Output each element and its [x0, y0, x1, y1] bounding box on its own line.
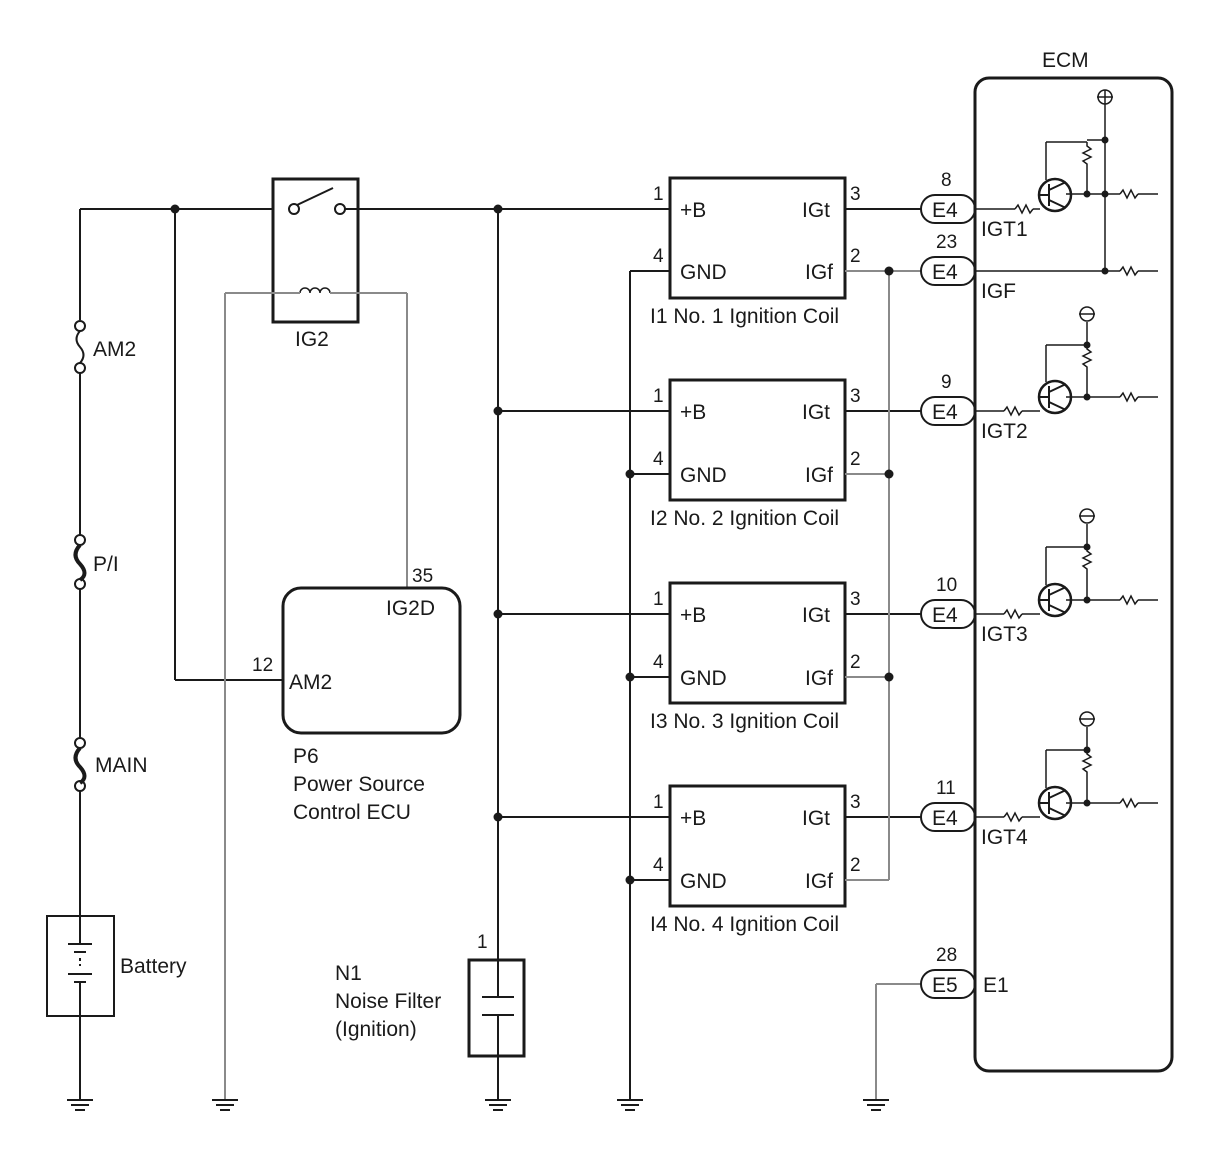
svg-text:IGf: IGf — [805, 464, 833, 487]
svg-text:E4: E4 — [932, 807, 958, 830]
svg-text:IGT1: IGT1 — [981, 218, 1028, 241]
svg-text:1: 1 — [653, 386, 664, 407]
svg-text:E4: E4 — [932, 401, 958, 424]
ground-icon — [66, 1099, 94, 1111]
ecm-title: ECM — [1042, 49, 1089, 72]
svg-text:2: 2 — [850, 246, 861, 267]
svg-text:2: 2 — [850, 652, 861, 673]
ecu-name-line1: Power Source — [293, 773, 425, 796]
ecm-connector-igt2: E4 9 IGT2 — [920, 372, 1028, 443]
svg-text:4: 4 — [653, 246, 664, 267]
svg-text:4: 4 — [653, 652, 664, 673]
ecm-connector-igt4: E4 11 IGT4 — [920, 778, 1028, 849]
svg-text:11: 11 — [936, 778, 956, 799]
svg-text:+B: +B — [680, 199, 706, 222]
fuse-main-label: MAIN — [95, 754, 148, 777]
svg-text:IGt: IGt — [802, 401, 830, 424]
ecu-term-am2: AM2 — [289, 671, 332, 694]
svg-text:IGT4: IGT4 — [981, 826, 1028, 849]
coil-4-label: I4 No. 4 Ignition Coil — [650, 913, 839, 936]
svg-text:IGf: IGf — [805, 667, 833, 690]
ecm-driver-igt4 — [975, 711, 1158, 823]
svg-text:9: 9 — [941, 372, 952, 393]
svg-text:E4: E4 — [932, 604, 958, 627]
svg-text:GND: GND — [680, 261, 727, 284]
svg-text:IGt: IGt — [802, 604, 830, 627]
svg-text:4: 4 — [653, 449, 664, 470]
ground-icon — [484, 1099, 512, 1111]
svg-text:3: 3 — [850, 792, 861, 813]
svg-text:1: 1 — [653, 184, 664, 205]
svg-text:28: 28 — [936, 945, 957, 966]
svg-text:IGt: IGt — [802, 199, 830, 222]
battery-label: Battery — [120, 955, 187, 978]
svg-text:1: 1 — [653, 792, 664, 813]
svg-text:+B: +B — [680, 604, 706, 627]
ecu-code: P6 — [293, 745, 319, 768]
ignition-coil-1: 1 +B 4 GND IGt 3 IGf 2 I1 No. 1 Ignition… — [650, 176, 861, 328]
ignition-coil-2: 1 +B 4 GND IGt 3 IGf 2 I2 No. 2 Ignition… — [650, 378, 861, 530]
ecu-name-line2: Control ECU — [293, 801, 411, 824]
coil-1-label: I1 No. 1 Ignition Coil — [650, 305, 839, 328]
svg-text:E1: E1 — [983, 974, 1009, 997]
ground-icon — [616, 1099, 644, 1111]
svg-text:23: 23 — [936, 232, 957, 253]
power-source-ecu-box — [281, 586, 462, 735]
ignition-coil-4: 1 +B 4 GND IGt 3 IGf 2 I4 No. 4 Ignition… — [650, 784, 861, 936]
ecm-connector-e1: E5 28 E1 — [920, 945, 1009, 999]
svg-text:3: 3 — [850, 386, 861, 407]
svg-text:+B: +B — [680, 807, 706, 830]
svg-text:E5: E5 — [932, 974, 958, 997]
svg-text:IGF: IGF — [981, 280, 1016, 303]
svg-text:+B: +B — [680, 401, 706, 424]
noise-filter-code: N1 — [335, 962, 362, 985]
ignition-coil-3: 1 +B 4 GND IGt 3 IGf 2 I3 No. 3 Ignition… — [650, 581, 861, 733]
svg-text:IGf: IGf — [805, 870, 833, 893]
noise-filter-sub: (Ignition) — [335, 1018, 417, 1041]
fuse-pi-label: P/I — [93, 553, 119, 576]
svg-text:2: 2 — [850, 855, 861, 876]
svg-text:4: 4 — [653, 855, 664, 876]
ground-icon — [211, 1099, 239, 1111]
svg-text:8: 8 — [941, 170, 952, 191]
noise-filter-name: Noise Filter — [335, 990, 441, 1013]
ecm-box — [973, 76, 1174, 1073]
noise-filter-pin: 1 — [477, 932, 488, 953]
svg-text:2: 2 — [850, 449, 861, 470]
power-feed — [46, 204, 290, 1111]
svg-text:IGf: IGf — [805, 261, 833, 284]
svg-text:GND: GND — [680, 870, 727, 893]
coil-2-label: I2 No. 2 Ignition Coil — [650, 507, 839, 530]
relay-label: IG2 — [295, 328, 329, 351]
ig2-relay — [271, 177, 360, 324]
ecm-connector-igt1: E4 8 IGT1 — [920, 170, 1028, 241]
coil-3-label: I3 No. 3 Ignition Coil — [650, 710, 839, 733]
ecu-pin-35: 35 — [412, 566, 433, 587]
svg-text:E4: E4 — [932, 199, 958, 222]
ecu-pin-12: 12 — [252, 655, 273, 676]
svg-text:10: 10 — [936, 575, 957, 596]
svg-text:IGt: IGt — [802, 807, 830, 830]
ecm-driver-igt1 — [975, 141, 1087, 215]
svg-text:IGT3: IGT3 — [981, 623, 1028, 646]
fuse-am2-label: AM2 — [93, 338, 136, 361]
ecm-driver-igt3 — [975, 508, 1158, 620]
ecu-term-ig2d: IG2D — [386, 597, 435, 620]
svg-text:E4: E4 — [932, 261, 958, 284]
svg-text:GND: GND — [680, 464, 727, 487]
ecm-connector-igf: E4 23 IGF — [920, 232, 1016, 303]
svg-text:IGT2: IGT2 — [981, 420, 1028, 443]
svg-text:3: 3 — [850, 184, 861, 205]
svg-text:3: 3 — [850, 589, 861, 610]
ground-icon — [862, 1099, 890, 1111]
ecm-driver-igt2 — [975, 306, 1158, 417]
ecm-connector-igt3: E4 10 IGT3 — [920, 575, 1028, 646]
svg-text:GND: GND — [680, 667, 727, 690]
noise-filter — [467, 958, 526, 1111]
svg-text:1: 1 — [653, 589, 664, 610]
